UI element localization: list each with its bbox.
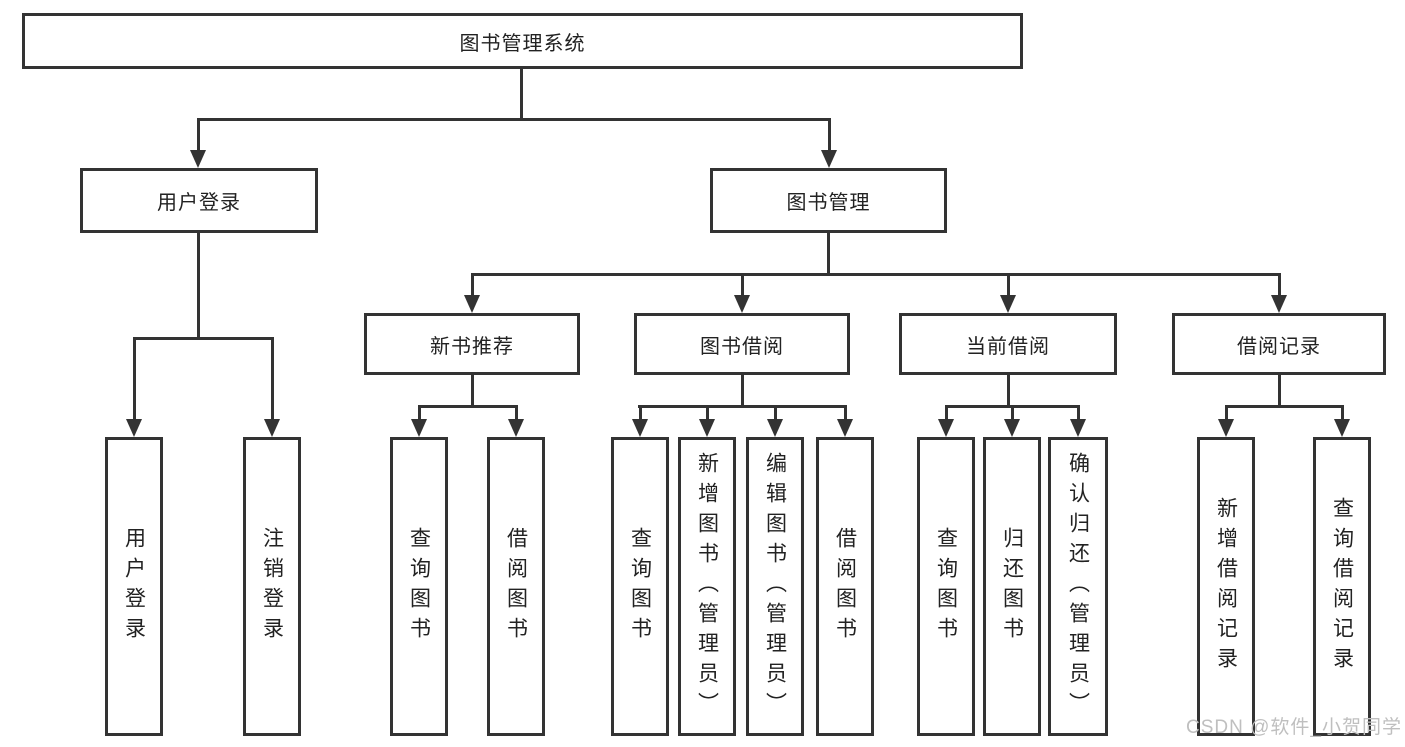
node-root: 图书管理系统 [22,13,1023,69]
connector-segment [271,337,274,421]
leaf-br-query-record: 查询借阅记录 [1313,437,1371,736]
leaf-nbr-borrow-books-label: 借阅图书 [504,526,528,647]
arrowhead-down [126,419,142,437]
connector-segment [741,273,744,297]
arrowhead-down [767,419,783,437]
arrowhead-down [411,419,427,437]
arrowhead-down [938,419,954,437]
node-new-book-recommend-label: 新书推荐 [430,335,514,358]
arrowhead-down [1218,419,1234,437]
connector-segment [471,375,474,405]
connector-segment [638,405,847,408]
leaf-cb-confirm-return-admin: 确认归还（管理员） [1048,437,1108,736]
arrowhead-down [190,150,206,168]
leaf-logout-label: 注销登录 [260,526,284,647]
leaf-bb-add-books-admin-label: 新增图书（管理员） [695,451,719,722]
connector-segment [418,405,421,421]
node-book-management: 图书管理 [710,168,947,233]
leaf-user-login: 用户登录 [105,437,163,736]
connector-segment [1225,405,1344,408]
leaf-cb-return-books: 归还图书 [983,437,1041,736]
connector-segment [520,69,523,119]
leaf-logout: 注销登录 [243,437,301,736]
leaf-bb-borrow-books: 借阅图书 [816,437,874,736]
arrowhead-down [264,419,280,437]
connector-segment [1341,405,1344,421]
connector-segment [133,337,136,421]
connector-segment [197,233,200,337]
node-book-management-label: 图书管理 [786,192,871,214]
connector-segment [844,405,847,421]
node-borrow-records-label: 借阅记录 [1237,335,1321,358]
node-user-login: 用户登录 [80,168,318,233]
connector-segment [197,118,200,152]
leaf-br-add-record-label: 新增借阅记录 [1214,496,1238,677]
connector-segment [741,375,744,405]
arrowhead-down [1334,419,1350,437]
connector-segment [1225,405,1228,421]
connector-segment [515,405,518,421]
arrowhead-down [632,419,648,437]
arrowhead-down [821,150,837,168]
leaf-nbr-query-books-label: 查询图书 [407,526,431,647]
leaf-cb-confirm-return-admin-label: 确认归还（管理员） [1066,451,1090,722]
node-root-label: 图书管理系统 [459,32,586,55]
leaf-cb-query-books: 查询图书 [917,437,975,736]
connector-segment [471,273,474,297]
node-user-login-label: 用户登录 [157,192,241,214]
leaf-bb-query-books: 查询图书 [611,437,669,736]
arrowhead-down [508,419,524,437]
arrowhead-down [1004,419,1020,437]
arrowhead-down [1000,295,1016,313]
leaf-bb-add-books-admin: 新增图书（管理员） [678,437,736,736]
leaf-br-add-record: 新增借阅记录 [1197,437,1255,736]
connector-segment [1007,375,1010,405]
node-book-borrow: 图书借阅 [634,313,850,375]
leaf-bb-borrow-books-label: 借阅图书 [833,526,857,647]
leaf-bb-edit-books-admin-label: 编辑图书（管理员） [763,451,787,722]
connector-segment [774,405,777,421]
connector-segment [1278,273,1281,297]
connector-segment [639,405,642,421]
node-current-borrow: 当前借阅 [899,313,1117,375]
connector-segment [197,118,831,121]
connector-segment [945,405,948,421]
arrowhead-down [1070,419,1086,437]
connector-segment [418,405,518,408]
connector-segment [1077,405,1080,421]
arrowhead-down [464,295,480,313]
leaf-bb-query-books-label: 查询图书 [628,526,652,647]
connector-segment [1278,375,1281,405]
csdn-watermark: CSDN @软件_小贺同学 [1186,717,1402,738]
leaf-user-login-label: 用户登录 [122,526,146,647]
connector-segment [828,118,831,152]
leaf-cb-return-books-label: 归还图书 [1000,526,1024,647]
node-borrow-records: 借阅记录 [1172,313,1386,375]
connector-segment [1007,273,1010,297]
leaf-cb-query-books-label: 查询图书 [934,526,958,647]
connector-segment [133,337,274,340]
connector-segment [827,233,830,273]
arrowhead-down [837,419,853,437]
node-current-borrow-label: 当前借阅 [966,335,1050,358]
connector-segment [471,273,1281,276]
leaf-br-query-record-label: 查询借阅记录 [1330,496,1354,677]
leaf-nbr-borrow-books: 借阅图书 [487,437,545,736]
connector-segment [706,405,709,421]
node-new-book-recommend: 新书推荐 [364,313,580,375]
leaf-nbr-query-books: 查询图书 [390,437,448,736]
leaf-bb-edit-books-admin: 编辑图书（管理员） [746,437,804,736]
arrowhead-down [1271,295,1287,313]
arrowhead-down [734,295,750,313]
arrowhead-down [699,419,715,437]
connector-segment [1011,405,1014,421]
node-book-borrow-label: 图书借阅 [700,335,784,358]
